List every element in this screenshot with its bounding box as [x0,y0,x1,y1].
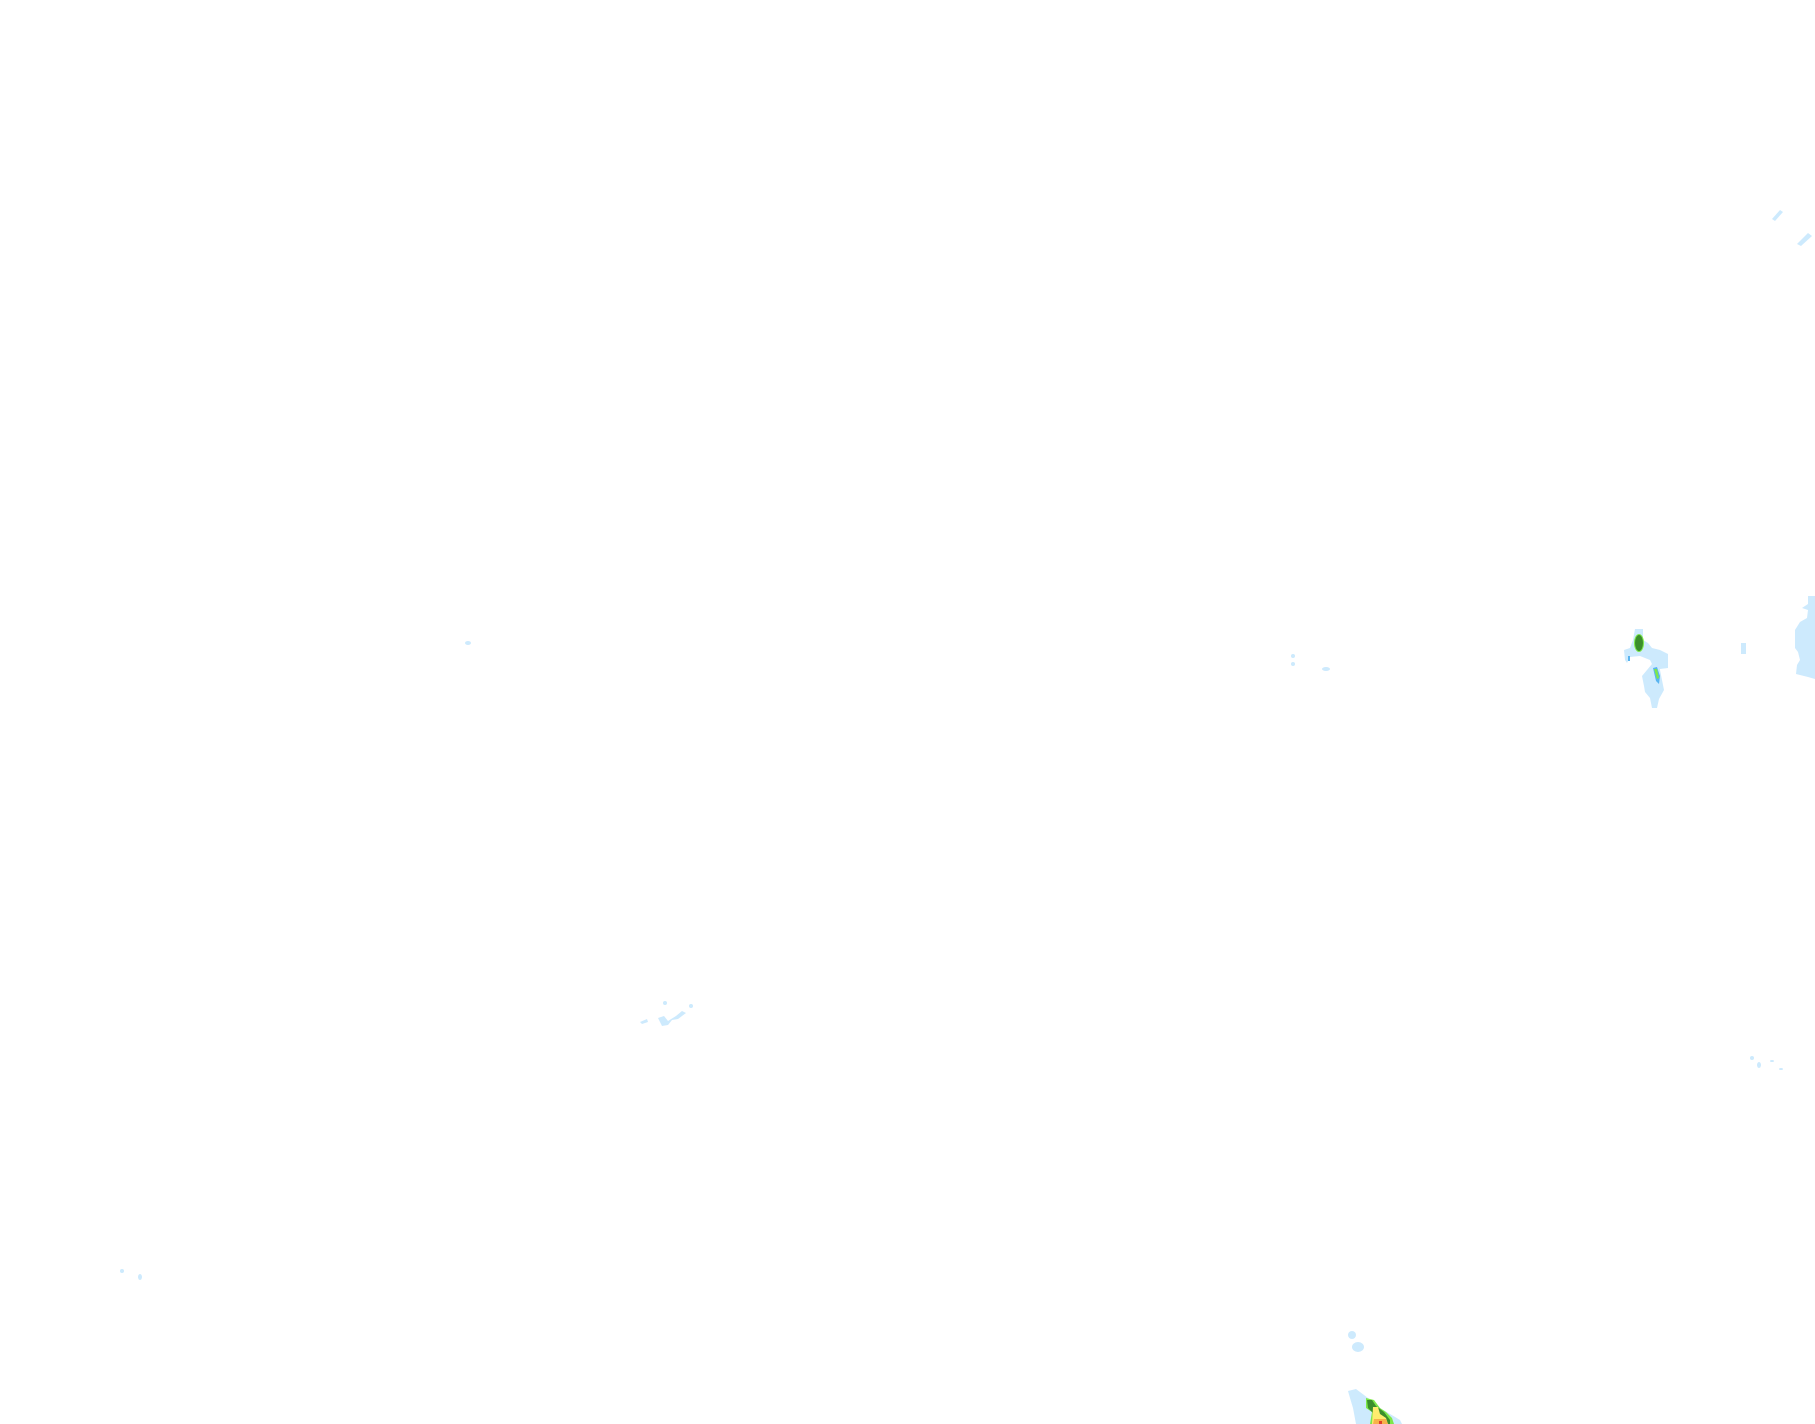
precip-scattered-echoes [120,641,1783,1352]
precip-storm-south [1348,1389,1402,1424]
precip-streaks-top-right [1772,210,1812,246]
precip-cell-cluster-east [1624,596,1815,708]
